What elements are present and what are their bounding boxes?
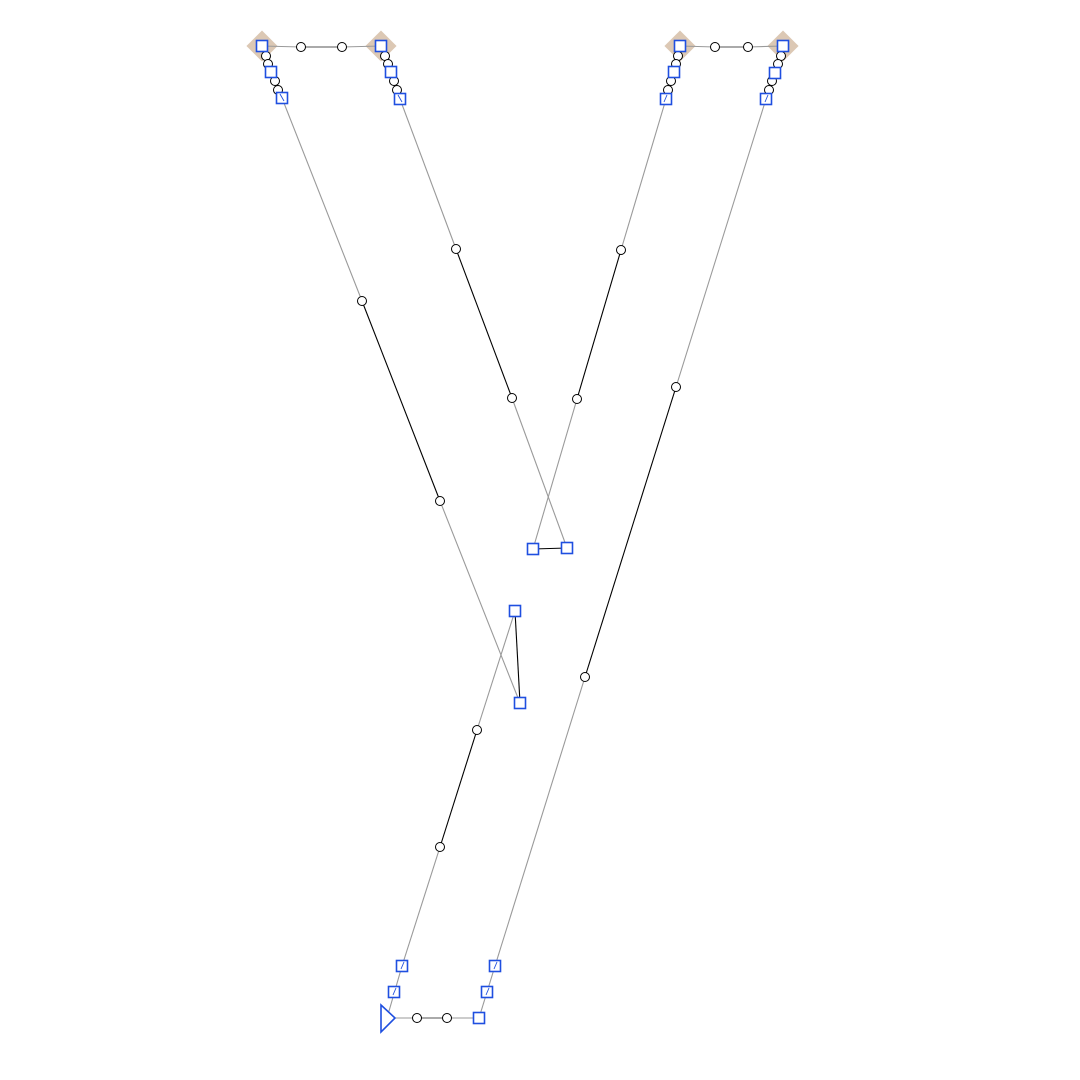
circle-handle-icon[interactable] bbox=[435, 842, 445, 852]
direction-tick bbox=[764, 94, 769, 103]
circle-handle-icon[interactable] bbox=[451, 244, 461, 254]
outline-segment bbox=[532, 398, 578, 550]
outline-segment bbox=[439, 500, 521, 704]
square-point-icon[interactable] bbox=[560, 541, 574, 555]
circle-handle-icon[interactable] bbox=[472, 725, 482, 735]
square-point-icon[interactable] bbox=[667, 65, 681, 79]
square-point-icon[interactable] bbox=[472, 1011, 486, 1025]
direction-tick bbox=[397, 94, 403, 103]
square-point-icon[interactable] bbox=[659, 92, 673, 106]
outline-segment bbox=[281, 97, 363, 302]
direction-tick bbox=[392, 987, 397, 996]
direction-tick bbox=[663, 94, 668, 103]
outline-segment bbox=[401, 846, 441, 967]
circle-handle-icon[interactable] bbox=[357, 296, 367, 306]
triangle-start-icon[interactable] bbox=[380, 1003, 397, 1034]
outline-segment bbox=[455, 248, 513, 399]
direction-tick bbox=[400, 961, 405, 970]
square-point-icon[interactable] bbox=[526, 542, 540, 556]
outline-segment bbox=[494, 676, 586, 967]
circle-handle-icon[interactable] bbox=[435, 496, 445, 506]
outline-segment bbox=[439, 729, 478, 848]
direction-ticks bbox=[279, 93, 769, 996]
direction-tick bbox=[485, 987, 490, 996]
outline-segment bbox=[675, 98, 767, 388]
circle-handle-icon[interactable] bbox=[616, 245, 626, 255]
outline-segment bbox=[341, 45, 382, 48]
outline-segment bbox=[361, 300, 441, 502]
square-point-icon[interactable] bbox=[255, 39, 269, 53]
circle-handle-icon[interactable] bbox=[572, 394, 582, 404]
square-point-icon[interactable] bbox=[513, 696, 527, 710]
square-point-icon[interactable] bbox=[374, 39, 388, 53]
square-point-icon[interactable] bbox=[768, 66, 782, 80]
square-point-icon[interactable] bbox=[264, 65, 278, 79]
square-point-icon[interactable] bbox=[776, 39, 790, 53]
circle-handle-icon[interactable] bbox=[442, 1013, 452, 1023]
direction-tick bbox=[279, 93, 285, 102]
outline-segment bbox=[399, 98, 457, 250]
square-point-icon[interactable] bbox=[508, 604, 522, 618]
outline-segment bbox=[584, 386, 677, 678]
outline-segment bbox=[514, 610, 521, 704]
circle-handle-icon[interactable] bbox=[412, 1013, 422, 1023]
square-point-icon[interactable] bbox=[673, 39, 687, 53]
glyph-outline bbox=[261, 45, 784, 1019]
circle-handle-icon[interactable] bbox=[580, 672, 590, 682]
circle-handle-icon[interactable] bbox=[710, 42, 720, 52]
outline-segment bbox=[576, 249, 622, 400]
outline-segment bbox=[261, 45, 302, 48]
outline-segment bbox=[620, 98, 667, 251]
outline-segment bbox=[511, 397, 568, 549]
circle-handle-icon[interactable] bbox=[296, 42, 306, 52]
outline-segment bbox=[476, 610, 516, 731]
direction-tick bbox=[493, 961, 498, 970]
square-point-icon[interactable] bbox=[384, 65, 398, 79]
circle-handle-icon[interactable] bbox=[337, 42, 347, 52]
circle-handle-icon[interactable] bbox=[507, 393, 517, 403]
circle-handle-icon[interactable] bbox=[671, 382, 681, 392]
circle-handle-icon[interactable] bbox=[743, 42, 753, 52]
